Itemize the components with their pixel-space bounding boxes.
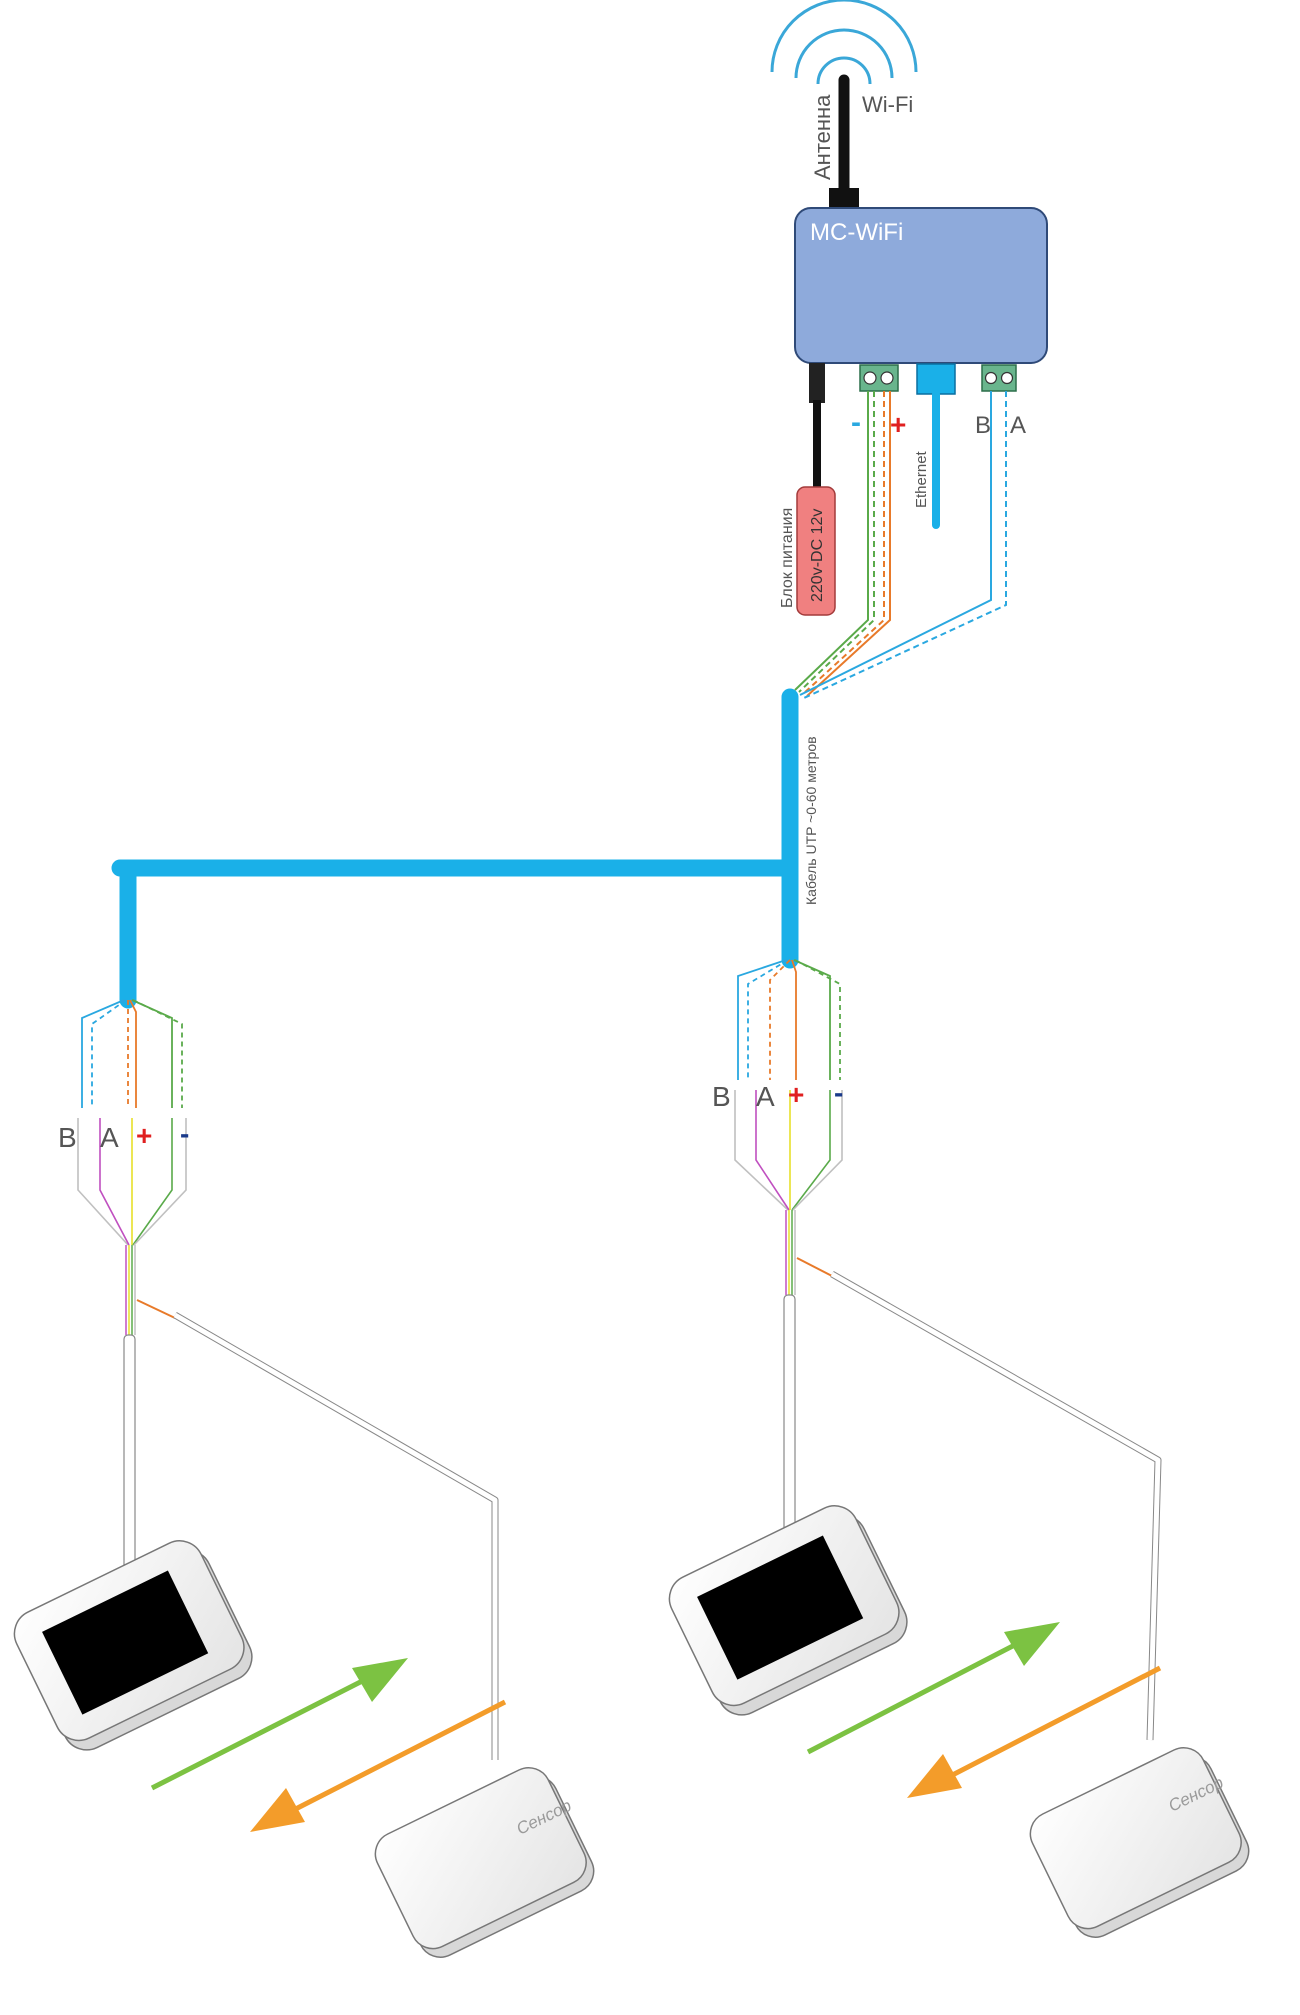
right-thermostat-screen [697, 1535, 864, 1680]
antenna-label: Антенна [810, 94, 835, 180]
wifi-label: Wi-Fi [862, 92, 913, 117]
psu-label-line1: Блок питания [779, 508, 796, 608]
right-label-plus: + [788, 1079, 804, 1110]
right-thermostat-panel [668, 1505, 908, 1716]
psu-label-line2: 220v-DC 12v [809, 509, 826, 602]
cable-label: Кабель UTP ~0-60 метров [803, 736, 819, 905]
left-label-b: B [58, 1122, 77, 1153]
right-arrow-green [806, 1622, 1060, 1755]
right-label-b: B [712, 1081, 731, 1112]
terminal-a-label: A [1010, 412, 1026, 439]
mc-wifi-controller [794, 207, 1048, 364]
antenna-icon [829, 74, 859, 208]
rs485-terminal [981, 364, 1017, 392]
left-thermostat-panel [13, 1540, 253, 1751]
wifi-waves-icon [770, 0, 918, 85]
ethernet-label: Ethernet [913, 450, 930, 508]
utp-cable [111, 688, 799, 1009]
controller-wires [794, 391, 1007, 699]
power-supply-unit [796, 486, 836, 616]
power-terminal [859, 364, 899, 392]
left-label-plus: + [136, 1120, 152, 1151]
left-label-minus: - [180, 1118, 189, 1149]
left-sensor-panel [374, 1767, 595, 1958]
controller-label: MC-WiFi [810, 219, 903, 246]
terminal-minus-label: - [851, 406, 861, 439]
right-sensor-panel [1029, 1747, 1250, 1938]
ethernet-port [916, 363, 956, 395]
right-label-minus: - [834, 1077, 843, 1108]
terminal-plus-label: + [890, 409, 906, 440]
left-branch: B A + - Сенсор [13, 999, 595, 1958]
right-arrow-orange [907, 1665, 1162, 1798]
power-plug [809, 363, 825, 403]
left-thermostat-screen [42, 1570, 209, 1715]
right-label-a: A [756, 1081, 775, 1112]
left-arrow-green [150, 1658, 408, 1791]
right-branch: B A + - Сенсор [668, 959, 1250, 1938]
left-arrow-orange [250, 1699, 507, 1832]
left-label-a: A [100, 1122, 119, 1153]
terminal-b-label: B [975, 412, 991, 439]
